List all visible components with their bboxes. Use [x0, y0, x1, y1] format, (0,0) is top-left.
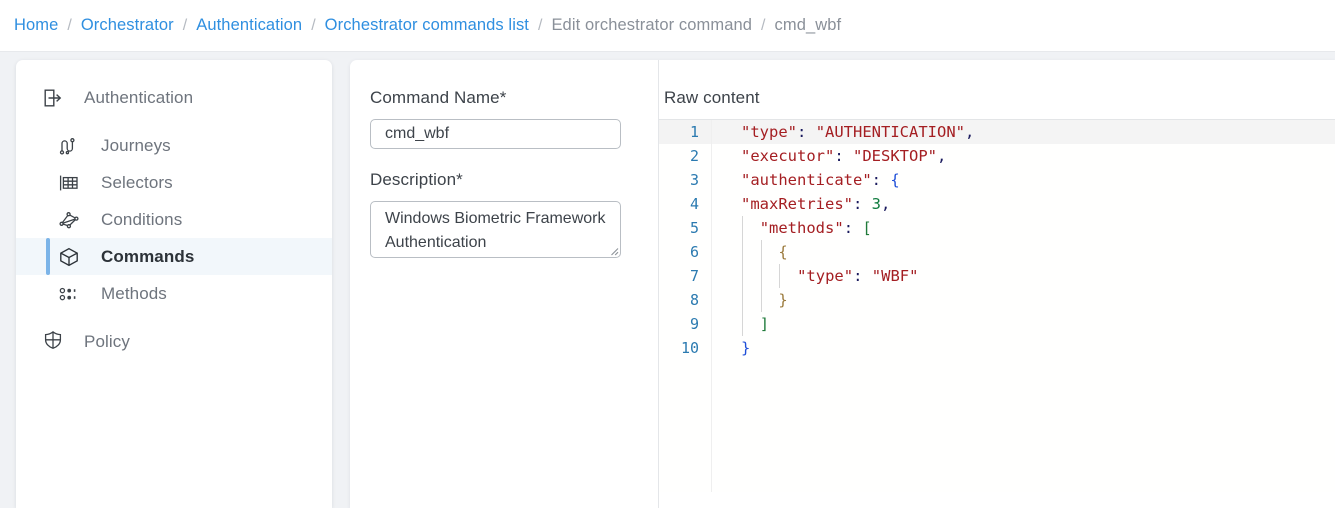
code-line[interactable]: } — [712, 288, 1335, 312]
description-label: Description* — [370, 170, 463, 189]
indent-guide — [742, 288, 743, 312]
code-line[interactable]: } — [712, 336, 1335, 360]
indent-guide — [742, 264, 743, 288]
sidebar-item-commands[interactable]: Commands — [16, 238, 332, 275]
raw-content-section: Raw content 1 2 3 4 5 6 7 8 9 10 "type": "AUTHENT… — [659, 60, 1335, 508]
breadcrumb-separator: / — [311, 16, 316, 34]
journeys-icon — [58, 135, 80, 157]
page-body: Authentication Journeys — [0, 52, 1335, 508]
breadcrumb-separator: / — [182, 16, 188, 34]
line-number: 9 — [689, 315, 699, 333]
code-line-text: "type": "AUTHENTICATION", — [741, 123, 975, 141]
command-form: Command Name* Description* Windows Biome… — [350, 60, 659, 508]
code-line[interactable]: "type": "WBF" — [712, 264, 1335, 288]
login-arrow-icon — [42, 87, 64, 109]
breadcrumb-item-orchestrator[interactable]: Orchestrator — [80, 16, 174, 34]
code-editor[interactable]: 1 2 3 4 5 6 7 8 9 10 "type": "AUTHENTICATION", "ex… — [659, 119, 1335, 492]
code-line-text: { — [778, 243, 788, 261]
code-line-text: "authenticate": { — [741, 171, 900, 189]
sidebar-item-selectors[interactable]: Selectors — [16, 164, 332, 201]
sidebar-item-methods[interactable]: Methods — [16, 275, 332, 312]
code-line-text: "type": "WBF" — [797, 267, 919, 285]
line-number: 7 — [689, 267, 699, 285]
code-line[interactable]: "executor": "DESKTOP", — [712, 144, 1335, 168]
breadcrumb-separator: / — [538, 16, 543, 34]
selectors-icon — [58, 172, 80, 194]
sidebar-items: Journeys Selectors — [16, 127, 332, 312]
breadcrumb-item-authentication[interactable]: Authentication — [196, 16, 303, 34]
code-line-text: ] — [759, 315, 770, 333]
breadcrumb: Home / Orchestrator / Authentication / O… — [0, 0, 1335, 52]
conditions-icon — [58, 209, 80, 231]
sidebar-header-authentication: Authentication — [16, 78, 332, 118]
indent-guide — [742, 216, 743, 240]
sidebar: Authentication Journeys — [16, 60, 332, 508]
sidebar-item-label: Policy — [84, 332, 130, 351]
code-line[interactable]: "type": "AUTHENTICATION", — [712, 120, 1335, 144]
raw-content-label: Raw content — [664, 88, 760, 107]
breadcrumb-item-orchestrator-commands-list[interactable]: Orchestrator commands list — [324, 16, 529, 34]
editor-gutter: 1 2 3 4 5 6 7 8 9 10 — [659, 120, 712, 492]
main-panel: Command Name* Description* Windows Biome… — [350, 60, 1335, 508]
methods-icon — [58, 283, 80, 305]
line-number: 3 — [689, 171, 699, 189]
breadcrumb-item-current: cmd_wbf — [774, 16, 842, 34]
commands-cube-icon — [58, 246, 80, 268]
command-name-field-group: Command Name* — [370, 88, 658, 149]
code-line-text: } — [741, 339, 751, 357]
editor-code-area[interactable]: "type": "AUTHENTICATION", "executor": "DE… — [712, 120, 1335, 492]
sidebar-item-label: Methods — [101, 283, 167, 303]
sidebar-item-label: Selectors — [101, 172, 173, 192]
breadcrumb-separator: / — [761, 16, 766, 34]
line-number: 2 — [689, 147, 699, 165]
code-line[interactable]: "authenticate": { — [712, 168, 1335, 192]
description-textarea[interactable]: Windows Biometric Framework Authenticati… — [370, 201, 621, 258]
code-line[interactable]: "maxRetries": 3, — [712, 192, 1335, 216]
sidebar-item-journeys[interactable]: Journeys — [16, 127, 332, 164]
sidebar-header-label: Authentication — [84, 88, 194, 107]
code-line[interactable]: ] — [712, 312, 1335, 336]
indent-guide — [760, 240, 762, 264]
command-name-input[interactable] — [370, 119, 621, 149]
line-number: 8 — [689, 291, 699, 309]
description-field-group: Description* Windows Biometric Framework… — [370, 170, 658, 258]
line-number: 1 — [659, 120, 711, 144]
command-name-label: Command Name* — [370, 88, 507, 107]
code-line-text: } — [778, 291, 788, 309]
line-number: 10 — [680, 339, 699, 357]
breadcrumb-separator: / — [67, 16, 72, 34]
sidebar-item-policy[interactable]: Policy — [16, 322, 332, 362]
indent-guide — [760, 264, 762, 288]
sidebar-item-label: Journeys — [101, 135, 171, 155]
sidebar-item-label: Conditions — [101, 209, 183, 229]
code-line-text: "executor": "DESKTOP", — [741, 147, 947, 165]
description-wrapper: Windows Biometric Framework Authenticati… — [370, 201, 621, 258]
indent-guide — [760, 288, 762, 312]
line-number: 6 — [689, 243, 699, 261]
indent-guide — [742, 312, 743, 336]
sidebar-item-conditions[interactable]: Conditions — [16, 201, 332, 238]
line-number: 4 — [689, 195, 699, 213]
code-line-text: "methods": [ — [759, 219, 872, 237]
indent-guide — [779, 264, 781, 288]
code-line[interactable]: "methods": [ — [712, 216, 1335, 240]
line-number: 5 — [689, 219, 699, 237]
breadcrumb-item-edit-orchestrator-command: Edit orchestrator command — [551, 16, 753, 34]
code-line-text: "maxRetries": 3, — [741, 195, 891, 213]
code-line[interactable]: { — [712, 240, 1335, 264]
sidebar-item-label: Commands — [101, 246, 195, 266]
indent-guide — [742, 240, 743, 264]
policy-shield-icon — [42, 329, 64, 356]
breadcrumb-item-home[interactable]: Home — [14, 16, 59, 34]
